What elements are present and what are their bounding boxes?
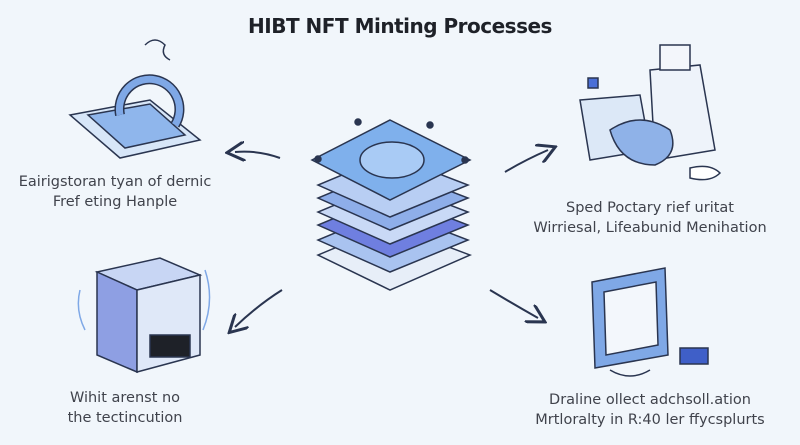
caption-line: Mrtloralty in R:40 ler ffycsplurts xyxy=(535,412,765,428)
arrow-up-left xyxy=(235,152,281,158)
caption-line: Wirriesal, Lifeabunid Menihation xyxy=(533,220,767,236)
caption-line: the tectincution xyxy=(67,410,183,426)
caption-line: Eairigstoran tyan of dernic xyxy=(18,174,212,190)
arrow-up-right xyxy=(504,150,548,173)
diagram-title: HIBT NFT Minting Processes xyxy=(248,14,552,38)
minting-machine-illustration xyxy=(579,44,722,181)
nft-layer-stack xyxy=(310,118,472,291)
caption-bottom-right: Draline ollect adchsoll.ation Mrtloralty… xyxy=(510,390,790,430)
caption-top-left: Eairigstoran tyan of dernic Fref eting H… xyxy=(5,172,225,212)
server-cabinet-illustration xyxy=(77,257,211,374)
monitor-illustration xyxy=(591,267,709,377)
caption-top-right: Sped Poctary rief uritat Wirriesal, Life… xyxy=(515,198,785,238)
caption-line: Wihit arenst no xyxy=(69,390,181,406)
arrow-down-left xyxy=(235,289,283,327)
caption-line: Fref eting Hanple xyxy=(52,194,178,210)
caption-bottom-left: Wihit arenst no the tectincution xyxy=(30,388,220,428)
caption-line: Sped Poctary rief uritat xyxy=(566,200,734,216)
arrow-down-right xyxy=(489,289,538,318)
card-scanner-illustration xyxy=(68,39,202,159)
caption-line: Draline ollect adchsoll.ation xyxy=(549,392,751,408)
